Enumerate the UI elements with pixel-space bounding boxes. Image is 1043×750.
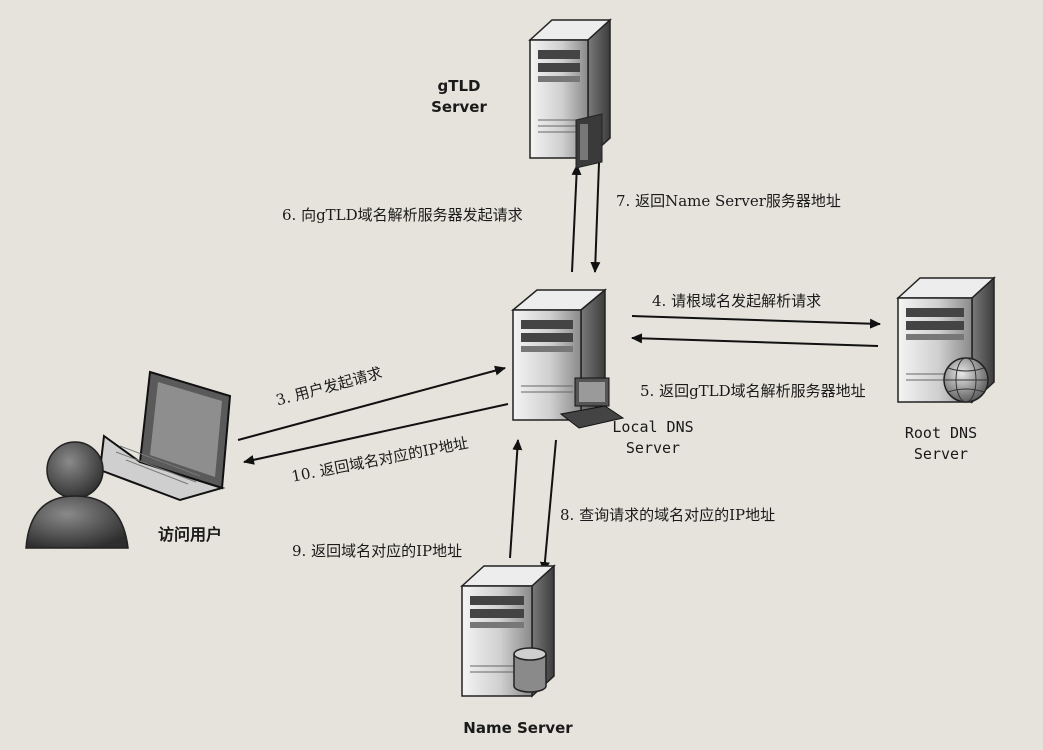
name-server-icon (460, 564, 556, 698)
step-4-label: 4. 请根域名发起解析请求 (652, 292, 822, 310)
gtld-server-icon (528, 18, 612, 169)
arrow-10-return-to-user (243, 403, 509, 465)
local-dns-server-label: Local DNS Server (612, 418, 694, 457)
local-dns-server-icon (510, 288, 625, 429)
arrow-8-to-nameserver (539, 439, 557, 573)
arrow-6-to-gtld (571, 164, 582, 273)
arrow-3-user-request (237, 365, 506, 441)
root-dns-server-label: Root DNS Server (904, 424, 978, 463)
arrow-4-to-root (631, 315, 881, 329)
step-8-label: 8. 查询请求的域名对应的IP地址 (560, 506, 776, 524)
arrow-9-from-nameserver (509, 439, 523, 559)
arrows (237, 162, 881, 573)
root-dns-server-icon (896, 276, 996, 404)
user-avatar-icon (25, 441, 129, 549)
name-server-label: Name Server (463, 719, 573, 737)
step-5-label: 5. 返回gTLD域名解析服务器地址 (640, 382, 866, 400)
step-6-label: 6. 向gTLD域名解析服务器发起请求 (282, 206, 523, 224)
gtld-server-label: gTLD Server (431, 77, 487, 116)
arrow-5-from-root (631, 333, 879, 347)
step-9-label: 9. 返回域名对应的IP地址 (292, 542, 463, 560)
step-7-label: 7. 返回Name Server服务器地址 (616, 192, 841, 210)
laptop-icon (98, 370, 232, 502)
visitor-user-label: 访问用户 (158, 525, 223, 544)
arrow-7-from-gtld (590, 162, 601, 273)
